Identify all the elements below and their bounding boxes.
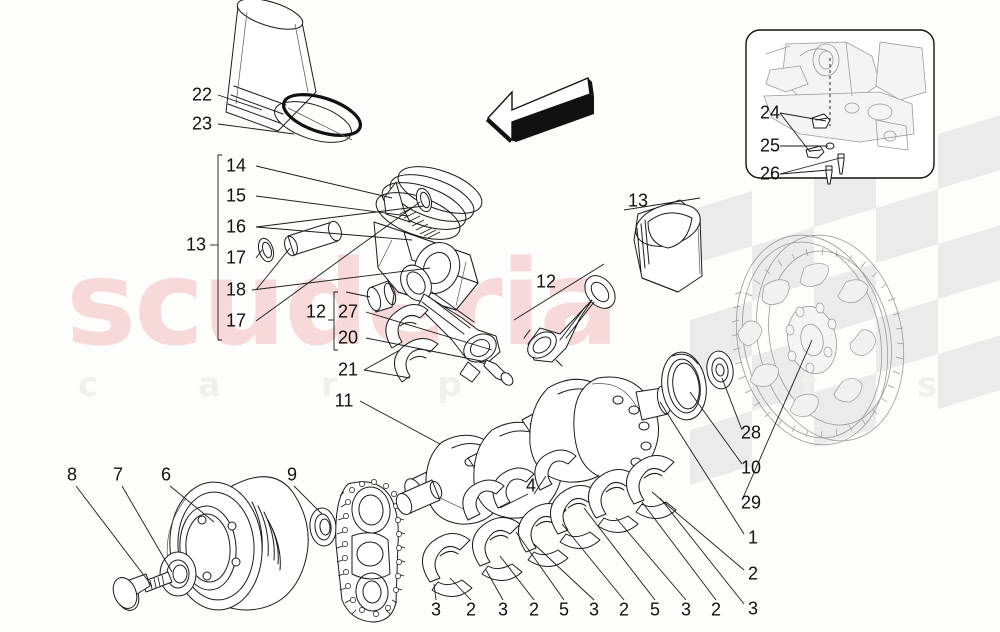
callout-18-7: 18 [225, 279, 247, 300]
leader-lines [75, 94, 841, 605]
callout-26-18: 26 [759, 163, 781, 184]
callout-29-21: 29 [740, 492, 762, 513]
piston-pin-circlip-left [257, 237, 275, 263]
callout-8-25: 8 [66, 464, 78, 485]
callout-23-1: 23 [191, 113, 213, 134]
callout-28-19: 28 [740, 422, 762, 443]
callout-1-22: 1 [747, 527, 759, 548]
timing-chain-and-sprocket [335, 479, 406, 623]
callout-21-14: 21 [337, 359, 359, 380]
callout-3-38: 3 [680, 599, 692, 620]
piston-pin [284, 220, 342, 257]
callout-27-12: 27 [337, 301, 359, 322]
piston-assembly [373, 166, 483, 311]
piston-right [623, 197, 703, 293]
callout-2-23: 2 [747, 563, 759, 584]
callout-17-6: 17 [225, 247, 247, 268]
callout-13-5: 13 [185, 234, 207, 255]
callout-6-27: 6 [160, 464, 172, 485]
callout-15-3: 15 [225, 185, 247, 206]
piston-ring-23 [274, 93, 363, 143]
callout-2-33: 2 [528, 599, 540, 620]
cylinder-liner [225, 0, 317, 132]
front-crankshaft-oil-seal [309, 507, 337, 547]
main-bearing-shells [422, 449, 677, 597]
piston-pin-circlip-right [415, 187, 433, 213]
callout-22-0: 22 [191, 84, 213, 105]
callout-14-2: 14 [225, 155, 247, 176]
callout-11-15: 11 [334, 390, 354, 411]
callout-5-34: 5 [558, 599, 570, 620]
inset-detail-box [745, 29, 935, 185]
callout-24-16: 24 [759, 102, 781, 123]
callout-16-4: 16 [225, 216, 247, 237]
connecting-rod-right [513, 263, 616, 367]
callout-5-37: 5 [649, 599, 661, 620]
callout-3-24: 3 [747, 598, 759, 619]
connecting-rod-bearing-shells [385, 304, 439, 383]
connecting-rod-small-end-bush [366, 280, 397, 313]
callout-13-9: 13 [627, 190, 649, 211]
callout-3-35: 3 [588, 599, 600, 620]
rear-crankshaft-oil-seal [661, 351, 707, 421]
bracket-13 [210, 154, 222, 341]
callout-9-28: 9 [286, 464, 298, 485]
callout-12-11: 12 [305, 301, 327, 322]
pulley-washer [159, 551, 197, 597]
crankshaft-sprocket-hub [395, 479, 443, 516]
callout-3-30: 3 [430, 599, 442, 620]
crankshaft-position-sensor [805, 113, 831, 159]
callout-12-10: 12 [535, 271, 557, 292]
watermark-scuderia: scuderia [66, 234, 619, 372]
pulley-centre-bolt [112, 571, 173, 611]
callout-4-29: 4 [525, 475, 537, 496]
bracket-12-left [328, 291, 338, 351]
callout-2-39: 2 [710, 599, 722, 620]
callout-2-31: 2 [465, 599, 477, 620]
callout-3-32: 3 [497, 599, 509, 620]
callout-10-20: 10 [740, 457, 762, 478]
callout-25-17: 25 [759, 135, 781, 156]
callout-17-8: 17 [225, 310, 247, 331]
orientation-arrow-icon [486, 76, 594, 143]
pilot-bearing [706, 350, 734, 390]
callout-7-26: 7 [112, 464, 124, 485]
callout-2-36: 2 [618, 599, 630, 620]
callout-20-13: 20 [337, 327, 359, 348]
